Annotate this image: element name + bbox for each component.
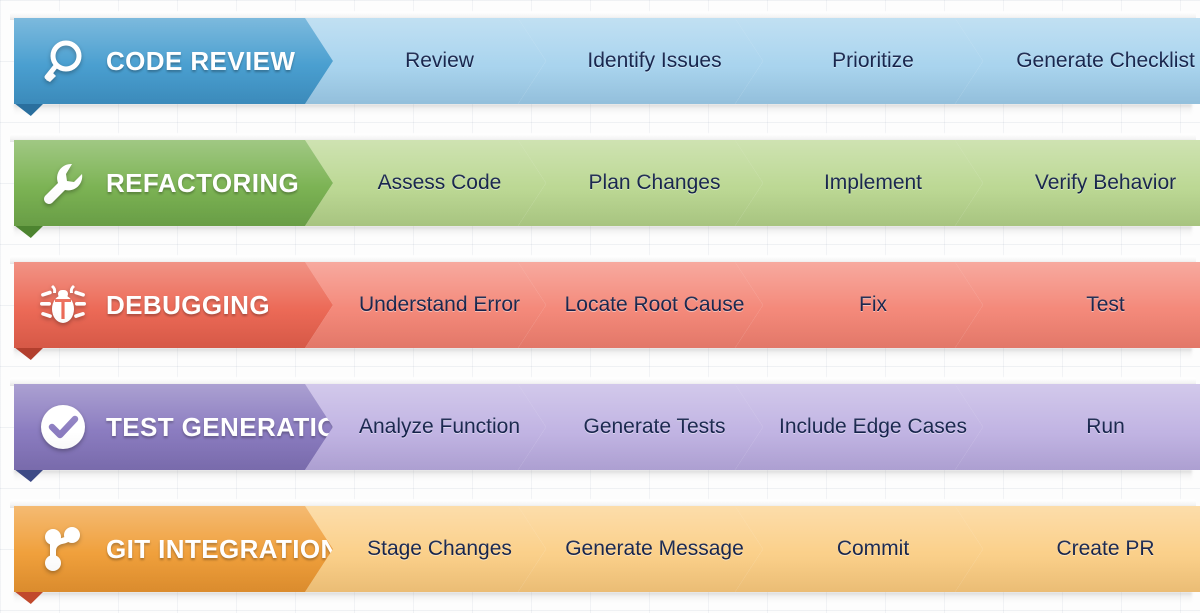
workflow-step-label: Fix [859,293,887,316]
workflow-step-label: Plan Changes [588,171,721,194]
workflow-step-label: Analyze Function [358,415,521,438]
workflow-row-code-review: CODE REVIEW Review Identify Issues Prioriti… [0,12,1200,116]
workflow-step-debugging-1[interactable]: Understand Error [305,262,546,348]
workflow-step-label: Test [1086,293,1125,316]
workflow-step-git-integration-4[interactable]: Create PR [955,506,1200,592]
workflow-header-label: REFACTORING [106,167,300,198]
workflow-header-label: CODE REVIEW [106,45,296,76]
workflow-step-code-review-3[interactable]: Prioritize [735,18,983,104]
workflow-step-label: Verify Behavior [1034,171,1177,194]
workflow-step-debugging-3[interactable]: Fix [735,262,983,348]
segment-gloss [955,384,1200,470]
row-shadow [14,592,1192,602]
workflow-step-label: Locate Root Cause [564,293,745,316]
row-ledge [10,256,1196,264]
workflow-step-code-review-2[interactable]: Identify Issues [518,18,763,104]
workflow-step-label: Identify Issues [587,49,722,72]
row-ledge [10,134,1196,142]
workflow-header-label: TEST GENERATION [106,411,358,442]
workflow-header-debugging[interactable]: DEBUGGING [14,262,333,348]
workflow-step-code-review-4[interactable]: Generate Checklist [955,18,1200,104]
workflow-step-test-generation-1[interactable]: Analyze Function [305,384,546,470]
workflow-step-label: Generate Checklist [1016,49,1195,72]
workflow-step-git-integration-1[interactable]: Stage Changes [305,506,546,592]
workflow-step-debugging-4[interactable]: Test [955,262,1200,348]
workflow-step-label: Stage Changes [367,537,512,560]
workflow-step-label: Commit [836,537,910,560]
workflow-step-label: Understand Error [358,293,521,316]
workflow-step-refactoring-1[interactable]: Assess Code [305,140,546,226]
workflow-row-refactoring: REFACTORING Assess Code Plan Changes Implem… [0,134,1200,238]
row-ledge [10,12,1196,20]
git-branch-icon [38,524,88,574]
row-shadow [14,104,1192,114]
workflow-step-label: Create PR [1056,537,1155,560]
workflow-step-label: Run [1086,415,1125,438]
workflow-step-label: Include Edge Cases [779,415,967,438]
workflow-step-test-generation-2[interactable]: Generate Tests [518,384,763,470]
workflow-step-refactoring-4[interactable]: Verify Behavior [955,140,1200,226]
workflow-header-label: DEBUGGING [106,289,270,320]
workflow-header-code-review[interactable]: CODE REVIEW [14,18,333,104]
row-shadow [14,470,1192,480]
workflow-step-label: Implement [823,171,923,194]
workflow-step-label: Review [405,49,474,72]
workflow-step-test-generation-4[interactable]: Run [955,384,1200,470]
workflow-header-refactoring[interactable]: REFACTORING [14,140,333,226]
wrench-icon [38,158,88,208]
workflow-step-test-generation-3[interactable]: Include Edge Cases [735,384,983,470]
workflow-step-label: Prioritize [832,49,914,72]
workflow-step-label: Generate Message [565,537,744,560]
workflow-step-code-review-1[interactable]: Review [305,18,546,104]
workflow-step-refactoring-2[interactable]: Plan Changes [518,140,763,226]
workflow-step-label: Generate Tests [583,415,726,438]
row-ledge [10,500,1196,508]
workflow-row-git-integration: GIT INTEGRATION Stage Changes Generate Mes… [0,500,1200,604]
row-ledge [10,378,1196,386]
workflow-header-label: GIT INTEGRATION [106,533,340,564]
workflow-header-git-integration[interactable]: GIT INTEGRATION [14,506,333,592]
bug-icon [38,280,88,330]
workflow-row-debugging: DEBUGGING Understand Error Locate Root Cau… [0,256,1200,360]
workflow-step-refactoring-3[interactable]: Implement [735,140,983,226]
workflow-header-test-generation[interactable]: TEST GENERATION [14,384,333,470]
row-shadow [14,226,1192,236]
row-shadow [14,348,1192,358]
segment-gloss [955,262,1200,348]
workflow-step-git-integration-2[interactable]: Generate Message [518,506,763,592]
workflow-step-label: Assess Code [377,171,502,194]
workflow-step-debugging-2[interactable]: Locate Root Cause [518,262,763,348]
workflow-step-git-integration-3[interactable]: Commit [735,506,983,592]
magnifier-icon [38,36,88,86]
check-circle-icon [38,402,88,452]
